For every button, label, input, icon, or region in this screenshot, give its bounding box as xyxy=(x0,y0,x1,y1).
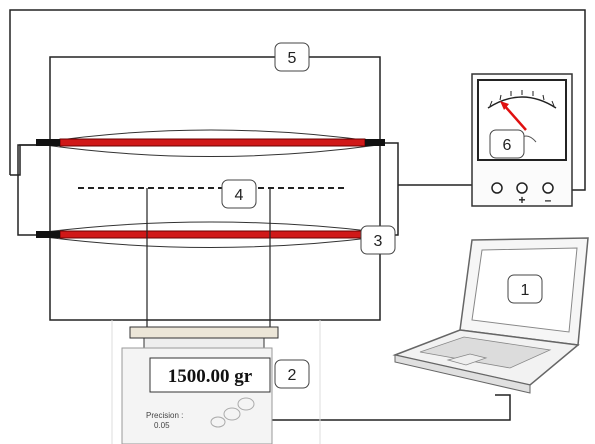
svg-text:6: 6 xyxy=(503,137,512,154)
scale xyxy=(111,320,321,444)
oven-chamber xyxy=(49,56,381,321)
scale-pan xyxy=(129,326,279,339)
scale-precision-value: 0.05 xyxy=(154,421,170,430)
laptop xyxy=(392,237,589,394)
wire-laptop-scale xyxy=(261,394,511,430)
scale-precision-label: Precision : xyxy=(146,411,183,420)
heater-bottom xyxy=(36,221,385,248)
scale-button xyxy=(210,416,226,428)
laptop-keyboard xyxy=(419,336,552,369)
scale-button xyxy=(237,397,255,411)
sample-hangers xyxy=(146,188,271,335)
svg-text:4: 4 xyxy=(235,187,244,204)
callout-oven: 5 xyxy=(274,42,310,72)
callout-heater: 3 xyxy=(360,225,396,255)
laptop-touchpad xyxy=(446,353,488,366)
callout-sample: 4 xyxy=(221,179,257,209)
scale-reading: 1500.00 gr xyxy=(168,366,253,387)
meter-terminal-minus xyxy=(542,182,554,194)
svg-text:3: 3 xyxy=(374,233,383,250)
meter-needle xyxy=(502,103,527,131)
callout-laptop: 1 xyxy=(507,274,543,304)
scale-button xyxy=(223,407,241,421)
meter-plus-label: + xyxy=(518,193,525,207)
meter-needle-tip xyxy=(500,101,509,110)
wire-left-top-heater xyxy=(10,144,40,176)
callout-meter: 6 xyxy=(489,129,525,159)
wire-right-heaters xyxy=(383,142,399,236)
meter-scale-arc xyxy=(487,96,557,109)
wire-top-loop xyxy=(9,9,586,191)
svg-text:5: 5 xyxy=(288,50,297,67)
callout-scale: 2 xyxy=(274,359,310,389)
svg-text:2: 2 xyxy=(288,367,297,384)
svg-text:1: 1 xyxy=(521,282,530,299)
meter-minus-label: – xyxy=(545,193,552,207)
meter-terminal-left xyxy=(491,182,503,194)
scale-neck xyxy=(143,337,265,349)
laptop-front xyxy=(394,354,531,394)
wire-left-heaters xyxy=(17,144,40,236)
scale-display xyxy=(149,357,271,393)
meter-terminal-plus xyxy=(516,182,528,194)
heater-top xyxy=(36,129,385,157)
